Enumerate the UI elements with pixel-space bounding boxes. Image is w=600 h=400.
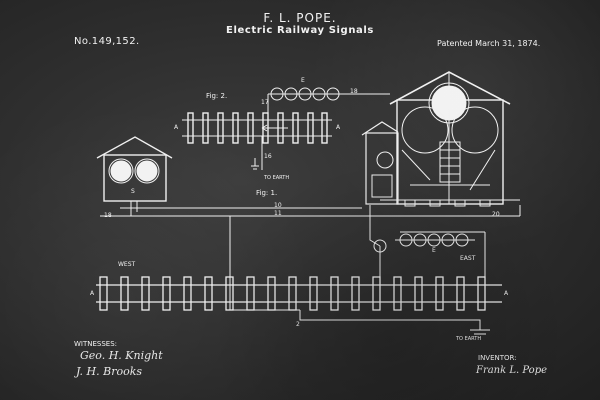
fig2-earth-label: TO EARTH	[264, 175, 290, 181]
east-label: EAST	[460, 255, 476, 262]
inventor-name: F. L. POPE.	[263, 11, 337, 25]
wire-20: 20	[492, 211, 500, 218]
fig2-a-left: A	[174, 124, 179, 131]
patent-date: Patented March 31, 1874.	[437, 39, 541, 48]
letter-e-bottom: E	[432, 247, 436, 254]
patent-number: No.149,152.	[74, 36, 140, 47]
witness-signature-1: Geo. H. Knight	[80, 349, 163, 362]
track-a-left: A	[90, 290, 95, 297]
fig2-track	[182, 112, 332, 170]
wire-17: 17	[261, 99, 269, 106]
wire-11: 11	[274, 210, 282, 217]
house-letter-s: S	[131, 188, 135, 195]
wire-10: 10	[274, 202, 282, 209]
large-signal-house	[361, 71, 520, 207]
wire-18-top: 18	[350, 88, 358, 95]
west-label: WEST	[118, 261, 136, 268]
wire-16: 16	[264, 153, 272, 160]
letter-e-top: E	[301, 77, 305, 84]
fig2-a-right: A	[336, 124, 341, 131]
inventor-label: INVENTOR:	[478, 354, 517, 362]
wire-18-left: 18	[104, 212, 112, 219]
fig1-track	[96, 158, 502, 335]
inventor-signature: Frank L. Pope	[476, 365, 548, 376]
fig2-battery	[267, 87, 390, 118]
fig1-earth-label: TO EARTH	[456, 336, 482, 342]
fig1-label: Fig: 1.	[256, 189, 278, 197]
small-signal-house	[96, 136, 173, 212]
witness-signature-2: J. H. Brooks	[76, 365, 143, 378]
wire-2: 2	[296, 321, 300, 328]
patent-title: Electric Railway Signals	[226, 25, 374, 36]
fig2-label: Fig: 2.	[206, 92, 228, 100]
fig1-battery	[373, 233, 475, 253]
witnesses-label: WITNESSES:	[74, 340, 118, 348]
track-a-right: A	[504, 290, 509, 297]
